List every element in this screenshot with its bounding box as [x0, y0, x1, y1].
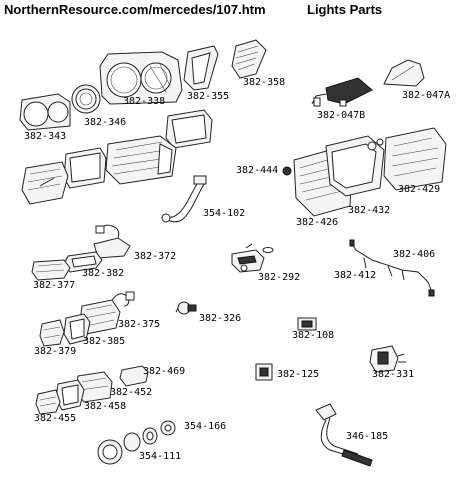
part-illustration-lens-frame[interactable]: [63, 147, 107, 189]
part-label-354-166[interactable]: 354-166: [184, 421, 227, 432]
part-illustration-382-292[interactable]: [231, 243, 274, 273]
part-illustration-382-455[interactable]: [35, 389, 61, 415]
part-label-382-375[interactable]: 382-375: [118, 319, 161, 330]
part-label-382-379[interactable]: 382-379: [34, 346, 77, 357]
part-illustration-382-047A[interactable]: [383, 59, 425, 87]
part-illustration-382-355[interactable]: [183, 45, 219, 91]
part-illustration-382-326[interactable]: [175, 301, 197, 315]
part-illustration-382-377[interactable]: [31, 259, 71, 281]
part-illustration-354-111[interactable]: [97, 427, 158, 465]
part-illustration-382-047B[interactable]: [311, 77, 373, 107]
part-label-382-452[interactable]: 382-452: [110, 387, 153, 398]
part-label-382-125[interactable]: 382-125: [277, 369, 320, 380]
part-illustration-382-343[interactable]: [19, 93, 71, 131]
part-label-382-429[interactable]: 382-429: [398, 184, 441, 195]
section-title: Lights Parts: [307, 2, 383, 17]
part-label-382-385[interactable]: 382-385: [83, 336, 126, 347]
part-illustration-corner-lens[interactable]: [21, 161, 69, 205]
part-label-382-406[interactable]: 382-406: [393, 249, 436, 260]
part-label-346-185[interactable]: 346-185: [346, 431, 389, 442]
part-illustration-382-429[interactable]: [367, 127, 447, 191]
part-illustration-382-406[interactable]: [349, 239, 435, 297]
part-label-382-343[interactable]: 382-343: [24, 131, 67, 142]
part-label-382-047B[interactable]: 382-047B: [317, 110, 366, 121]
part-illustration-382-372[interactable]: [93, 224, 131, 259]
part-label-382-338[interactable]: 382-338: [123, 96, 166, 107]
site-url[interactable]: NorthernResource.com/mercedes/107.htm: [4, 2, 266, 17]
part-label-382-331[interactable]: 382-331: [372, 369, 415, 380]
part-illustration-346-185[interactable]: [315, 403, 373, 467]
part-illustration-382-426[interactable]: [293, 135, 385, 217]
part-label-382-426[interactable]: 382-426: [296, 217, 339, 228]
part-label-382-382[interactable]: 382-382: [82, 268, 125, 279]
part-illustration-382-331[interactable]: [369, 345, 406, 373]
part-label-382-108[interactable]: 382-108: [292, 330, 335, 341]
part-illustration-382-125[interactable]: [255, 363, 273, 381]
part-illustration-382-108[interactable]: [297, 317, 317, 331]
part-label-382-377[interactable]: 382-377: [33, 280, 76, 291]
part-label-354-102[interactable]: 354-102: [203, 208, 246, 219]
part-label-382-469[interactable]: 382-469: [143, 366, 186, 377]
part-label-382-346[interactable]: 382-346: [84, 117, 127, 128]
part-label-382-047A[interactable]: 382-047A: [402, 90, 451, 101]
part-illustration-382-444[interactable]: [282, 166, 292, 176]
part-label-382-372[interactable]: 382-372: [134, 251, 177, 262]
part-label-354-111[interactable]: 354-111: [139, 451, 182, 462]
part-label-382-444[interactable]: 382-444: [236, 165, 279, 176]
part-illustration-headlamp-housing[interactable]: [105, 135, 177, 185]
part-illustration-382-379[interactable]: [39, 319, 65, 347]
part-illustration-382-358[interactable]: [231, 39, 267, 79]
part-label-382-458[interactable]: 382-458: [84, 401, 127, 412]
part-illustration-382-375[interactable]: [79, 291, 135, 335]
part-label-382-292[interactable]: 382-292: [258, 272, 301, 283]
part-illustration-382-385[interactable]: [63, 313, 91, 345]
part-illustration-354-166[interactable]: [160, 420, 176, 436]
part-label-382-355[interactable]: 382-355: [187, 91, 230, 102]
part-illustration-headlight-gasket[interactable]: [165, 109, 213, 149]
part-label-382-455[interactable]: 382-455: [34, 413, 77, 424]
part-label-382-432[interactable]: 382-432: [348, 205, 391, 216]
part-label-382-326[interactable]: 382-326: [199, 313, 242, 324]
part-illustration-382-469[interactable]: [119, 365, 149, 387]
part-illustration-382-346[interactable]: [71, 84, 101, 114]
part-illustration-382-458[interactable]: [55, 379, 85, 411]
part-illustration-354-102[interactable]: [161, 175, 207, 223]
part-label-382-412[interactable]: 382-412: [334, 270, 377, 281]
part-label-382-358[interactable]: 382-358: [243, 77, 286, 88]
part-illustration-382-338[interactable]: [99, 51, 183, 105]
